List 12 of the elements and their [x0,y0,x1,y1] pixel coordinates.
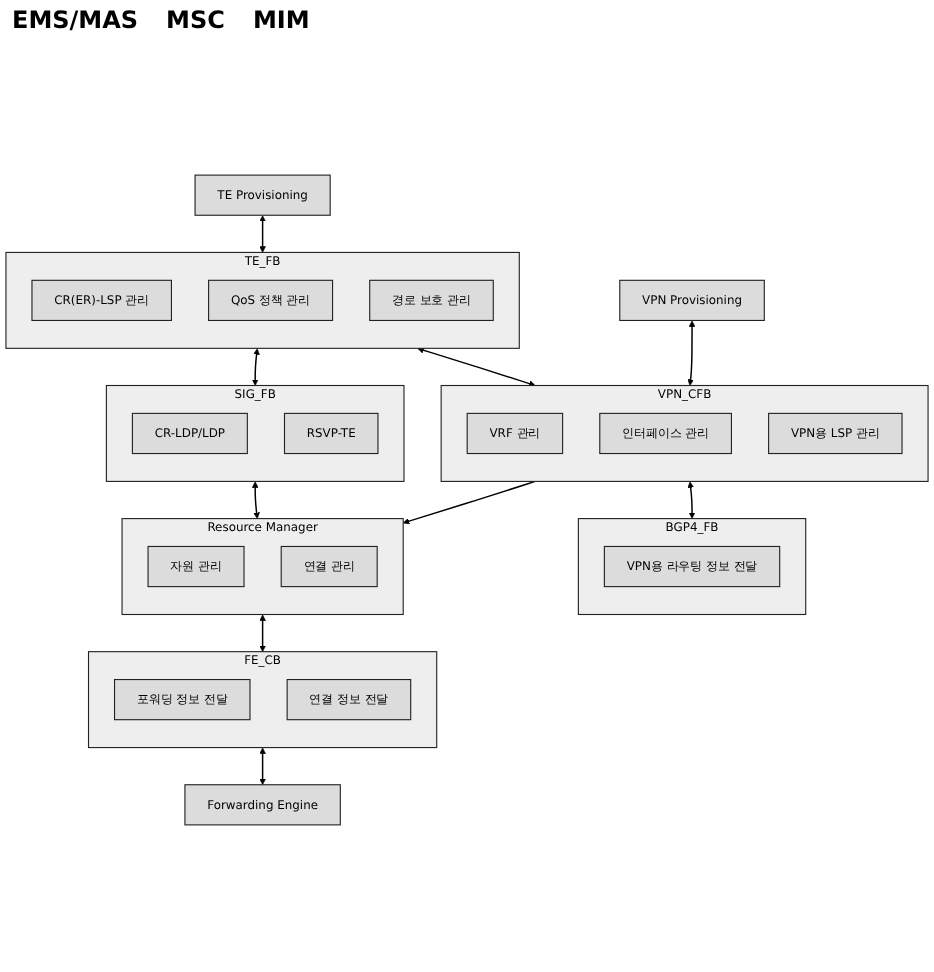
arrow [417,347,536,387]
arrow [402,480,536,525]
arrow [687,320,696,386]
arrow [259,614,266,652]
arrow [259,215,266,253]
layer-label: EMS/MAS [12,6,139,34]
arrow [251,348,260,386]
layer-label: MIM [252,6,310,34]
arrow [687,481,696,519]
arrow [259,747,266,786]
arrow [251,481,260,519]
layer-label: MSC [166,6,225,34]
